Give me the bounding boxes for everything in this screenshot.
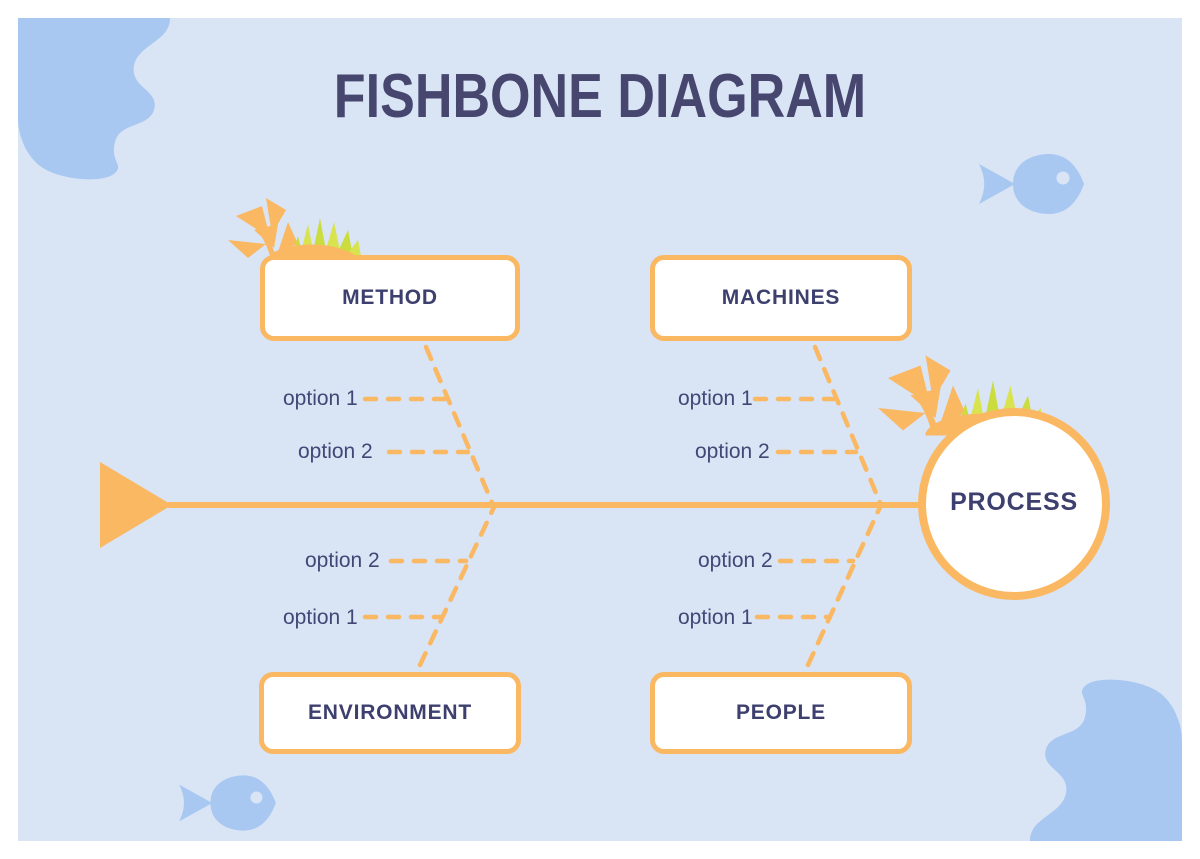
option-label-environment-1: option 1 bbox=[283, 606, 358, 629]
diagram-artwork bbox=[18, 18, 1182, 841]
option-label-machines-1: option 1 bbox=[678, 387, 753, 410]
rib-line-method bbox=[423, 344, 496, 508]
category-label-method: METHOD bbox=[342, 286, 438, 309]
rib-line-people bbox=[805, 502, 884, 668]
spine-arrowhead bbox=[100, 462, 172, 548]
option-label-method-2: option 2 bbox=[298, 440, 373, 463]
fish-icon-top-right bbox=[979, 154, 1084, 214]
diagram-canvas: FISHBONE DIAGRAM METHOD MACHINES ENVIRON… bbox=[18, 18, 1182, 841]
category-box-environment: ENVIRONMENT bbox=[259, 672, 521, 754]
option-label-people-2: option 2 bbox=[698, 549, 773, 572]
category-label-people: PEOPLE bbox=[736, 701, 826, 724]
category-box-people: PEOPLE bbox=[650, 672, 912, 754]
rib-line-environment bbox=[417, 502, 498, 668]
option-label-machines-2: option 2 bbox=[695, 440, 770, 463]
process-circle bbox=[918, 408, 1110, 600]
option-label-people-1: option 1 bbox=[678, 606, 753, 629]
category-box-machines: MACHINES bbox=[650, 255, 912, 341]
rib-line-machines bbox=[812, 344, 884, 508]
category-box-method: METHOD bbox=[260, 255, 520, 341]
process-label: PROCESS bbox=[950, 488, 1078, 516]
category-label-environment: ENVIRONMENT bbox=[308, 701, 472, 724]
option-label-environment-2: option 2 bbox=[305, 549, 380, 572]
option-label-method-1: option 1 bbox=[283, 387, 358, 410]
fish-icon-bottom-left bbox=[179, 775, 276, 831]
seaweed-decoration-method bbox=[228, 198, 361, 262]
corner-blob-bottom-right bbox=[1030, 679, 1182, 841]
page-title: FISHBONE DIAGRAM bbox=[333, 62, 867, 131]
category-label-machines: MACHINES bbox=[721, 286, 841, 309]
